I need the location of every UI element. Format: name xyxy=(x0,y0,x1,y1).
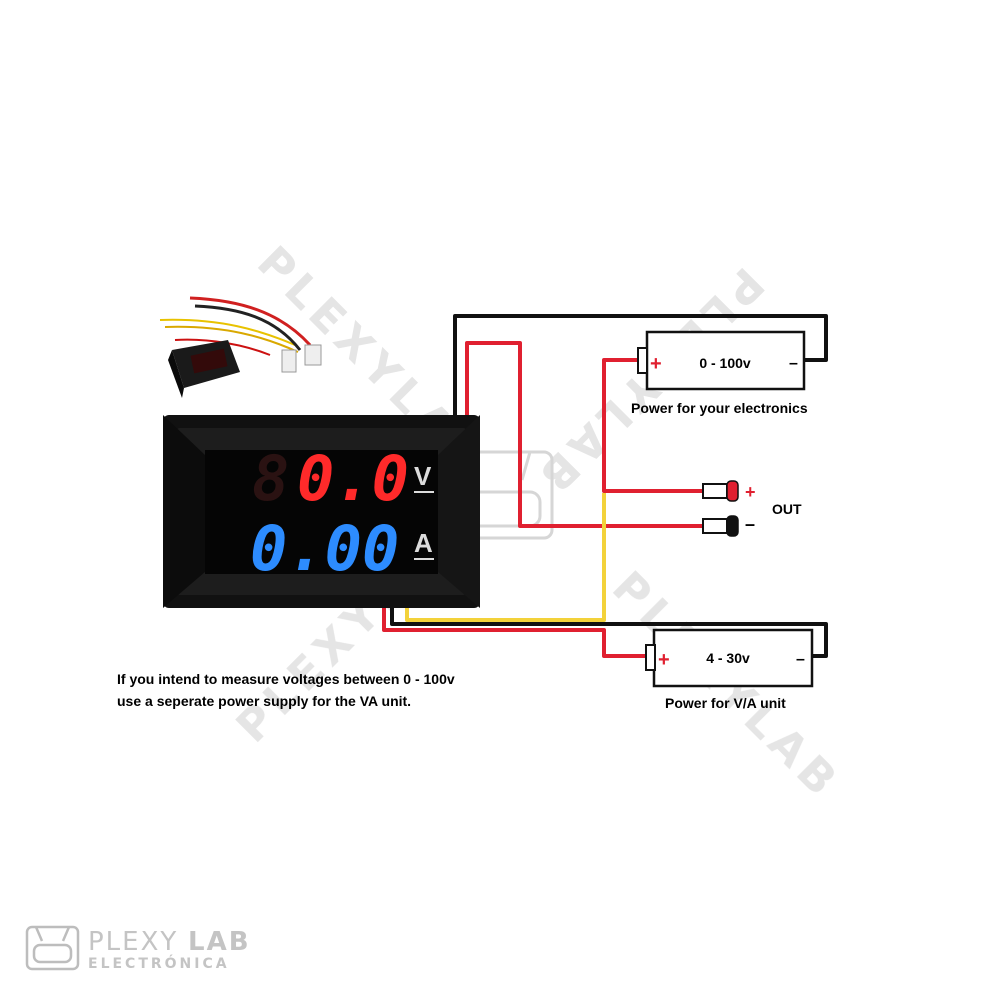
logo-brand-a: PLEXY xyxy=(88,927,178,957)
output-minus-label: – xyxy=(745,514,755,534)
battery-top: + 0 - 100v – xyxy=(637,330,806,391)
plexylab-logo: PLEXY LAB ELECTRÓNICA xyxy=(25,925,251,972)
output-label: OUT xyxy=(772,501,802,517)
black-wire-top xyxy=(453,314,828,415)
battery-bottom-label: 4 - 30v xyxy=(706,650,750,666)
current-unit-label: A xyxy=(414,528,433,558)
logo-subtitle: ELECTRÓNICA xyxy=(88,954,230,972)
battery-bottom-minus: – xyxy=(796,651,805,668)
voltmeter-ammeter: 8 0.0 V 0.00 A xyxy=(163,415,480,608)
battery-top-label: 0 - 100v xyxy=(699,355,751,371)
red-wire-bottom xyxy=(382,600,646,658)
voltage-readout: 0.0 xyxy=(297,442,409,515)
battery-bottom: + 4 - 30v – xyxy=(645,628,814,688)
logo-brand-b: LAB xyxy=(188,927,251,957)
wires xyxy=(382,314,828,658)
red-wire-battery-out xyxy=(602,358,703,493)
voltage-ghost-digit: 8 xyxy=(252,442,289,515)
note-line-2: use a seperate power supply for the VA u… xyxy=(117,693,411,709)
voltage-unit-label: V xyxy=(414,461,432,491)
module-thumbnail xyxy=(159,296,322,398)
yellow-wire xyxy=(405,493,606,622)
battery-top-minus: – xyxy=(789,355,798,372)
battery-top-caption: Power for your electronics xyxy=(631,400,808,416)
battery-bottom-plus: + xyxy=(658,649,670,671)
note-line-1: If you intend to measure voltages betwee… xyxy=(117,671,455,687)
battery-bottom-caption: Power for V/A unit xyxy=(665,695,786,711)
current-readout: 0.00 xyxy=(250,512,399,585)
output-plus-label: + xyxy=(745,482,756,502)
red-wire-meter-out xyxy=(465,341,703,528)
black-wire-bottom xyxy=(390,600,828,658)
robot-logo-icon xyxy=(25,925,80,971)
output-terminals: + – OUT xyxy=(702,480,802,537)
battery-top-plus: + xyxy=(650,353,662,375)
